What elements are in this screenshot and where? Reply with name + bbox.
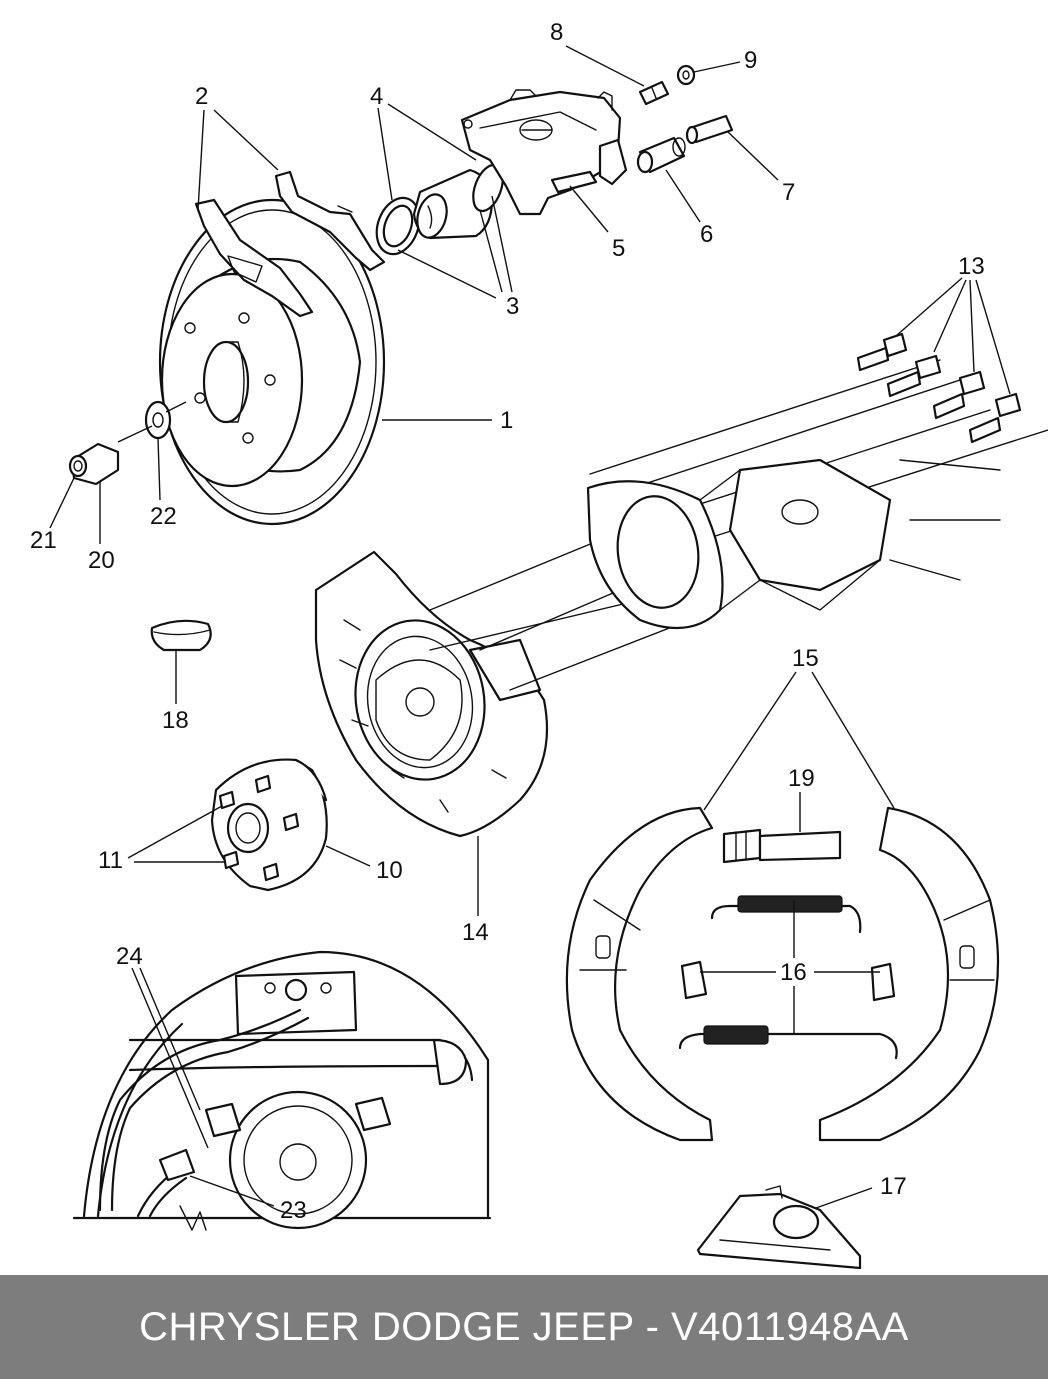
callout-labels: 1 2 3 4 5 6 7 8 9 10 11 13 14 15 16 17 1… xyxy=(30,19,985,1224)
axle-housing xyxy=(429,359,1048,691)
piston-seal xyxy=(375,196,421,256)
return-springs xyxy=(678,895,898,1060)
callout-20: 20 xyxy=(88,547,115,574)
callout-11: 11 xyxy=(98,847,123,874)
callout-23: 23 xyxy=(280,1197,307,1224)
callout-7: 7 xyxy=(782,179,795,206)
leader-lines xyxy=(49,45,1011,1209)
bleeder-cap xyxy=(676,64,696,86)
backing-plate xyxy=(314,550,549,838)
callout-18: 18 xyxy=(162,707,189,734)
part-number-caption: CHRYSLER DODGE JEEP - V4011948AA xyxy=(139,1304,909,1349)
parking-brake-lever xyxy=(696,1185,862,1270)
callout-16: 16 xyxy=(780,959,807,986)
callout-15: 15 xyxy=(792,645,819,672)
detail-inset xyxy=(72,950,492,1231)
callout-21: 21 xyxy=(30,527,57,554)
callout-3: 3 xyxy=(506,293,519,320)
callout-24: 24 xyxy=(116,943,143,970)
wheel-hub xyxy=(210,758,328,892)
callout-13: 13 xyxy=(958,253,985,280)
callout-1: 1 xyxy=(500,407,513,434)
brake-pads xyxy=(194,170,386,318)
callout-8: 8 xyxy=(550,19,563,46)
lug-nut xyxy=(68,442,120,486)
bleeder-screw xyxy=(638,80,670,106)
caliper-piston xyxy=(412,163,504,240)
guide-pin xyxy=(685,114,734,145)
cone-washer xyxy=(144,400,172,440)
callout-2: 2 xyxy=(195,83,208,110)
callout-10: 10 xyxy=(376,857,403,884)
callout-14: 14 xyxy=(462,919,489,946)
bushing-sleeve xyxy=(636,136,686,174)
callout-22: 22 xyxy=(150,503,177,530)
callout-19: 19 xyxy=(788,765,815,792)
caption-bar: CHRYSLER DODGE JEEP - V4011948AA xyxy=(0,1275,1048,1379)
exploded-parts-diagram: 1 2 3 4 5 6 7 8 9 10 11 13 14 15 16 17 1… xyxy=(30,19,1048,1270)
callout-17: 17 xyxy=(880,1173,907,1200)
callout-6: 6 xyxy=(700,221,713,248)
parking-brake-shoes xyxy=(565,806,1000,1142)
access-plug xyxy=(150,619,212,652)
adjuster-screw xyxy=(722,828,842,864)
mounting-bolts xyxy=(856,332,1022,444)
brake-caliper xyxy=(460,89,628,216)
callout-5: 5 xyxy=(612,235,625,262)
brake-rotor xyxy=(158,198,386,526)
callout-9: 9 xyxy=(744,47,757,74)
callout-4: 4 xyxy=(370,83,383,110)
